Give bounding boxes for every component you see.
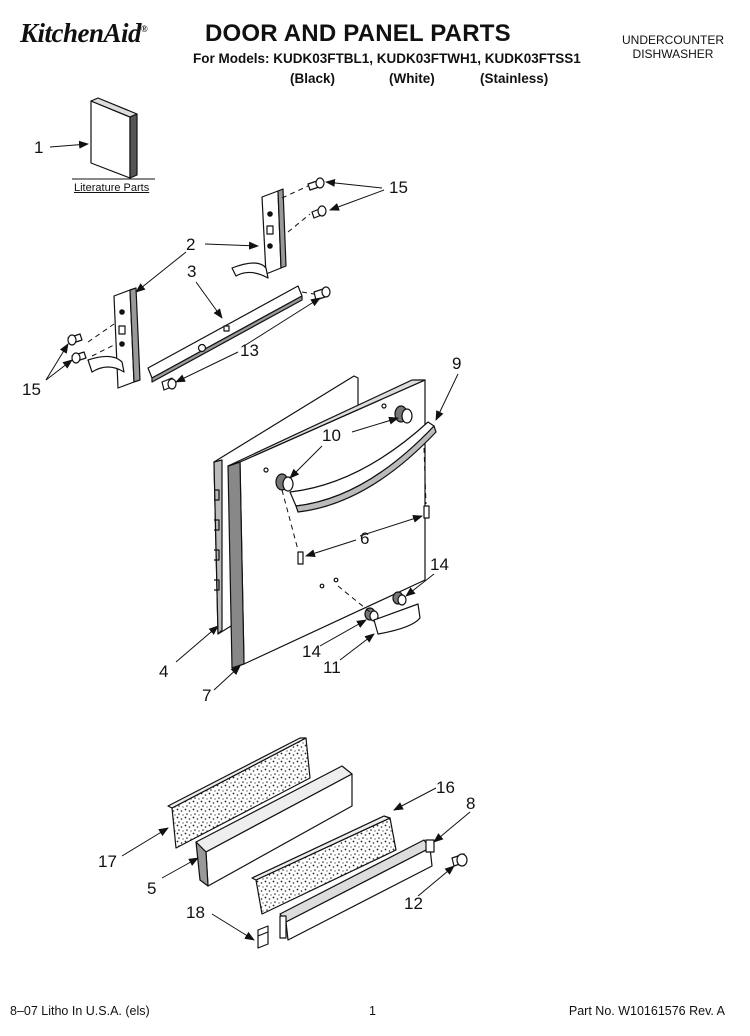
callout-10: 10: [322, 426, 341, 445]
variant-black: (Black): [290, 71, 336, 86]
stud-right: [423, 505, 430, 519]
screw-12: [451, 853, 468, 867]
brand-logo: KitchenAid®: [20, 18, 148, 48]
page-title: DOOR AND PANEL PARTS: [205, 20, 511, 47]
literature-parts-label: Literature Parts: [74, 182, 150, 194]
brand-name: KitchenAid: [20, 18, 142, 48]
callout-1: 1: [34, 138, 44, 157]
category-line-2: DISHWASHER: [632, 47, 714, 61]
assembly-guides: [87, 185, 427, 613]
screw-15-left-top: [67, 333, 83, 346]
door-panel-front: [227, 379, 426, 669]
variant-stainless: (Stainless): [480, 71, 549, 86]
nut-14-right: [392, 591, 407, 606]
variant-white: (White): [389, 71, 435, 86]
toe-panel-insulation-top: [167, 737, 311, 849]
hinge-bracket-left: [87, 287, 141, 389]
screw-13-right: [313, 286, 331, 301]
handle-mount-left: [275, 473, 294, 492]
callout-14-right: 14: [430, 555, 449, 574]
screw-15-mid: [311, 205, 327, 219]
callout-18: 18: [186, 903, 205, 922]
screw-13-left: [161, 377, 177, 391]
callout-16: 16: [436, 778, 455, 797]
callout-13: 13: [240, 341, 259, 360]
toe-panel-insulation-bottom: [251, 815, 397, 915]
callout-4: 4: [159, 662, 169, 681]
callout-9: 9: [452, 354, 462, 373]
callout-15-top: 15: [389, 178, 408, 197]
appliance-category: UNDERCOUNTER DISHWASHER: [622, 33, 724, 61]
callout-17: 17: [98, 852, 117, 871]
callout-15-left: 15: [22, 380, 41, 399]
toe-panel: [195, 765, 353, 887]
footer-part-number: Part No. W10161576 Rev. A: [568, 1004, 725, 1018]
door-hole-1: [263, 467, 269, 473]
screw-15-top: [307, 177, 325, 191]
clip-18: [257, 925, 269, 949]
literature-booklet: [90, 97, 138, 179]
kick-plate: [279, 839, 435, 941]
callout-5: 5: [147, 879, 157, 898]
callout-7: 7: [202, 686, 212, 705]
callout-8: 8: [466, 794, 476, 813]
hinge-bracket-right: [231, 188, 287, 279]
callout-6: 6: [360, 529, 370, 548]
footer-litho: 8–07 Litho In U.S.A. (els): [10, 1004, 150, 1018]
door-handle: [289, 421, 437, 513]
handle-mount-right: [394, 405, 413, 424]
callout-12: 12: [404, 894, 423, 913]
category-line-1: UNDERCOUNTER: [622, 33, 724, 47]
screw-15-left-bottom: [71, 351, 87, 364]
door-hole-4: [333, 577, 339, 583]
door-hole-2: [381, 403, 387, 409]
callout-3: 3: [187, 262, 197, 281]
door-hole-3: [319, 583, 325, 589]
stud-left: [297, 551, 304, 565]
callout-2: 2: [186, 235, 196, 254]
models-line: For Models: KUDK03FTBL1, KUDK03FTWH1, KU…: [193, 51, 581, 66]
nut-14-left: [364, 607, 379, 622]
footer-page-number: 1: [369, 1004, 376, 1018]
control-cover: [373, 603, 421, 635]
callout-leaders: [45, 140, 471, 941]
door-strap: [147, 285, 303, 383]
brand-registered-mark: ®: [141, 24, 148, 34]
callout-11: 11: [323, 658, 341, 677]
callout-14-left: 14: [302, 642, 321, 661]
